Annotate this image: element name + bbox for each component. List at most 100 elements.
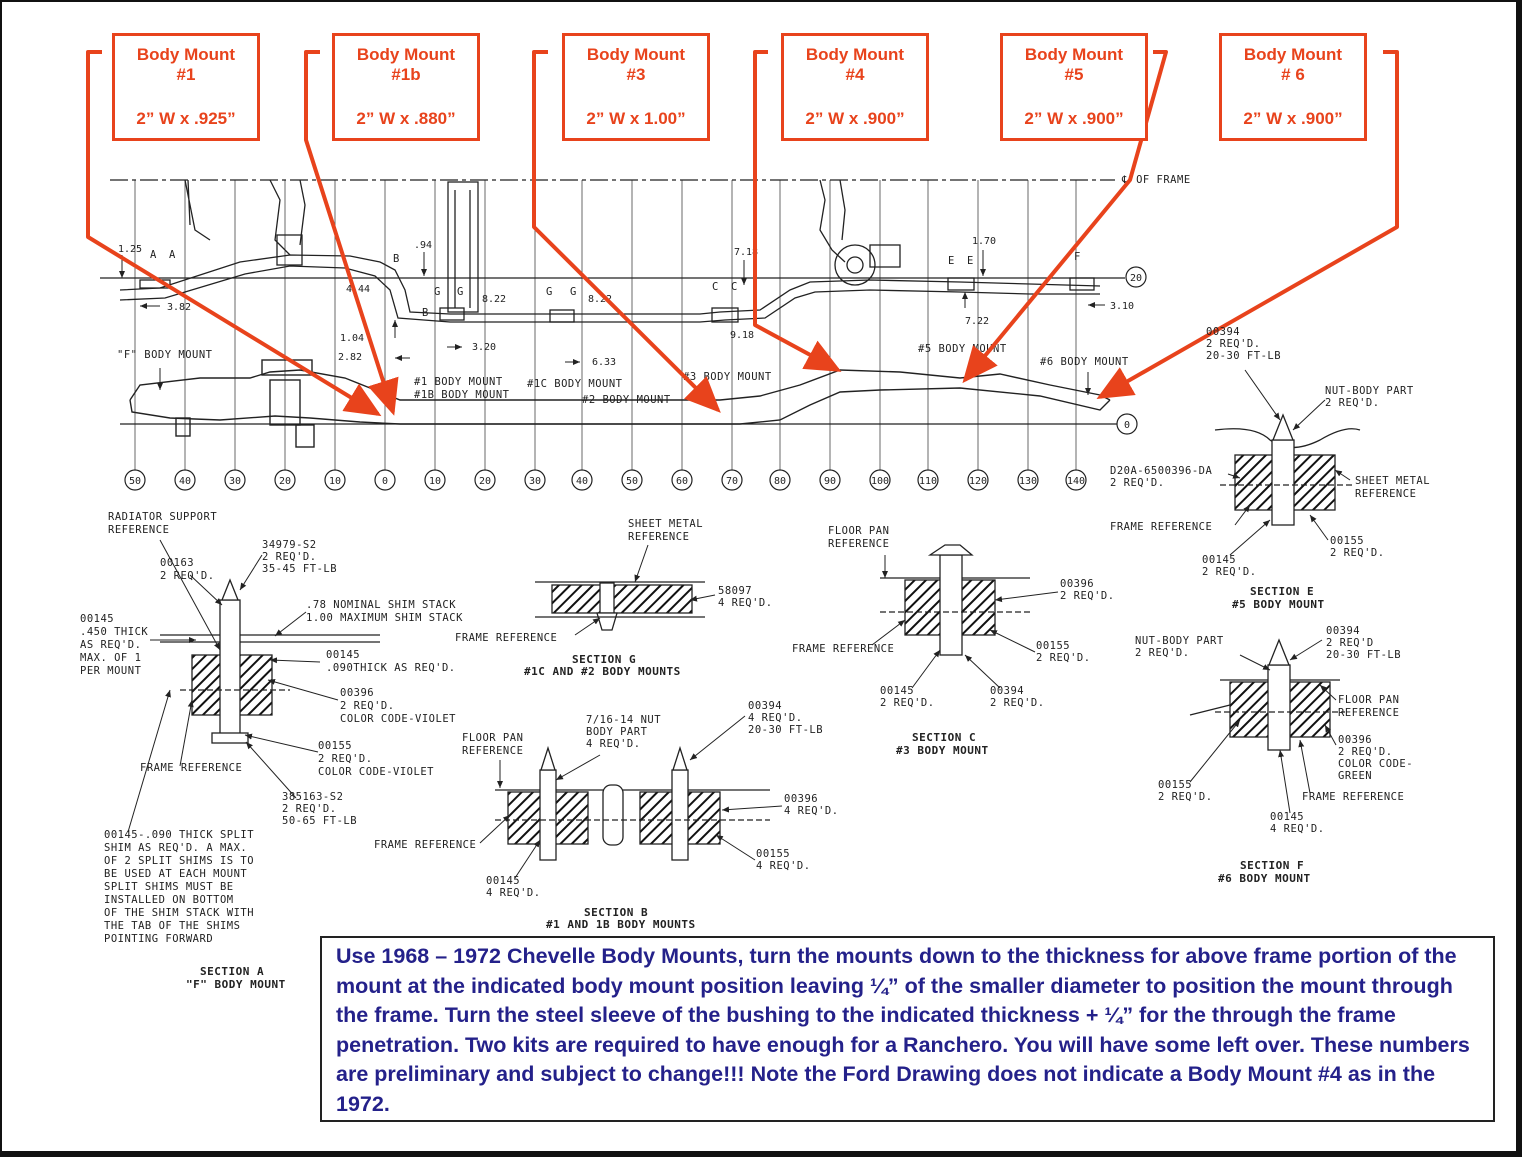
- sec-a-38516-line-1: 385163-S2: [282, 791, 343, 803]
- sec-a-34979-line-1: 34979-S2: [262, 539, 317, 551]
- sec-f-00155-line-2: 2 REQ'D.: [1158, 791, 1213, 803]
- sec-f-nut-line-2: 2 REQ'D.: [1135, 647, 1190, 659]
- sec-e-sheet-line-1: SHEET METAL: [1355, 475, 1430, 487]
- sec-a-split-note-line-8: THE TAB OF THE SHIMS: [104, 920, 240, 932]
- station-label: 70: [726, 476, 738, 487]
- leader-mount-1b: [304, 50, 399, 416]
- sec-b-00394-line-1: 00394: [748, 700, 782, 712]
- sec-f-frame-ref: FRAME REFERENCE: [1302, 791, 1404, 803]
- frame-mount-labels: "F" BODY MOUNT #1 BODY MOUNT #1B BODY MO…: [117, 343, 1128, 406]
- sec-c-00394-line-1: 00394: [990, 685, 1024, 697]
- station-circle: [174, 469, 196, 491]
- dim-9-18: 9.18: [730, 330, 754, 341]
- station-label: 30: [229, 476, 241, 487]
- station-label: 10: [329, 476, 341, 487]
- sec-e-00145-line-2: 2 REQ'D.: [1202, 566, 1257, 578]
- mount-box-5-number: #5: [1064, 65, 1084, 84]
- sec-a-radiator-line-2: REFERENCE: [108, 524, 169, 536]
- sec-f-00396-line-4: GREEN: [1338, 770, 1372, 782]
- station-label: 100: [871, 476, 889, 487]
- section-b-drawing: [495, 745, 770, 861]
- label-mount-2: #2 BODY MOUNT: [582, 394, 671, 406]
- sec-a-00155-line-1: 00155: [318, 740, 352, 752]
- sec-a-00155-line-3: COLOR CODE-VIOLET: [318, 766, 434, 778]
- sec-g-leader-3: [574, 617, 601, 636]
- sec-f-subtitle: #6 BODY MOUNT: [1218, 872, 1311, 885]
- mount-box-4-number: #4: [845, 65, 865, 84]
- station-circle: [274, 469, 296, 491]
- sec-e-subtitle: #5 BODY MOUNT: [1232, 598, 1325, 611]
- mount-box-4-size: 2” W x .900”: [805, 109, 905, 128]
- mount-box-1b-size: 2” W x .880”: [356, 109, 456, 128]
- datum-20-label: 20: [1130, 273, 1142, 284]
- section-c-drawing: [880, 544, 1030, 656]
- sec-g-leader-2: [689, 594, 716, 602]
- sec-a-split-note-line-3: OF 2 SPLIT SHIMS IS TO: [104, 855, 254, 867]
- leader-mount-5: [962, 50, 1168, 384]
- sec-e-leader-4: [1334, 469, 1351, 481]
- station-circle: [474, 469, 496, 491]
- sec-a-leader-11: [127, 689, 171, 833]
- sec-b-nut-line-2: BODY PART: [586, 726, 648, 738]
- sec-b-leader-3: [689, 715, 746, 761]
- sec-e-00394-line-1: 00394: [1206, 326, 1240, 338]
- sec-f-title: SECTION F: [1240, 859, 1304, 872]
- sec-b-00155-line-2: 4 REQ'D.: [756, 860, 811, 872]
- sec-a-leader-8: [244, 733, 319, 753]
- sec-b-00145-line-1: 00145: [486, 875, 520, 887]
- section-g-drawing: [535, 581, 705, 631]
- sec-e-00394-line-3: 20-30 FT-LB: [1206, 350, 1281, 362]
- sec-f-leader-7: [1278, 749, 1291, 814]
- sec-c-00396-line-1: 00396: [1060, 578, 1094, 590]
- station-circle: [917, 469, 939, 491]
- sec-a-frame-ref: FRAME REFERENCE: [140, 762, 242, 774]
- sec-f-00396-line-2: 2 REQ'D.: [1338, 746, 1393, 758]
- mount-box-1-number: #1: [176, 65, 196, 84]
- letter-g4: G: [570, 286, 577, 298]
- mount-box-3: Body Mount #3 2” W x 1.00”: [562, 33, 710, 141]
- sec-f-00155-line-1: 00155: [1158, 779, 1192, 791]
- sec-a-38516-line-2: 2 REQ'D.: [282, 803, 337, 815]
- sec-a-34979-line-2: 2 REQ'D.: [262, 551, 317, 563]
- leader-mount-4: [753, 50, 842, 372]
- sec-b-floor-line-2: REFERENCE: [462, 745, 523, 757]
- mount-box-6-number: # 6: [1281, 65, 1305, 84]
- sec-e-00155-line-2: 2 REQ'D.: [1330, 547, 1385, 559]
- sec-a-split-note-line-7: OF THE SHIM STACK WITH: [104, 907, 254, 919]
- station-label: 130: [1019, 476, 1037, 487]
- sec-b-00145-line-2: 4 REQ'D.: [486, 887, 541, 899]
- station-circle: [224, 469, 246, 491]
- sec-f-leader-2: [1289, 639, 1323, 661]
- sec-b-leader-4: [721, 805, 783, 813]
- dim-8-22a: 8.22: [482, 294, 506, 305]
- sec-a-leader-6: [269, 657, 321, 664]
- station-label: 80: [774, 476, 786, 487]
- centerline-label: ℄ OF FRAME: [1121, 174, 1191, 186]
- sec-a-00145b-line-2: .090THICK AS REQ'D.: [326, 662, 456, 674]
- sec-b-leader-2: [555, 754, 601, 781]
- sec-a-34979-line-3: 35-45 FT-LB: [262, 563, 337, 575]
- sec-g-frame-ref: FRAME REFERENCE: [455, 632, 557, 644]
- sec-e-title: SECTION E: [1250, 585, 1314, 598]
- sec-f-00394-line-3: 20-30 FT-LB: [1326, 649, 1401, 661]
- sec-a-shim-line-2: 1.00 MAXIMUM SHIM STACK: [306, 612, 463, 624]
- sec-b-floor-line-1: FLOOR PAN: [462, 732, 523, 744]
- station-circle: [967, 469, 989, 491]
- sec-c-00155-line-2: 2 REQ'D.: [1036, 652, 1091, 664]
- sec-f-00145-line-1: 00145: [1270, 811, 1304, 823]
- mount-box-6-title: Body Mount: [1243, 45, 1343, 64]
- mount-box-1b-number: #1b: [391, 65, 421, 84]
- dim-7-18: 7.18: [734, 247, 758, 258]
- sec-c-subtitle: #3 BODY MOUNT: [896, 744, 989, 757]
- letter-a1: A: [150, 249, 157, 261]
- letter-b2: B: [422, 307, 429, 319]
- sec-a-radiator-line-1: RADIATOR SUPPORT: [108, 511, 217, 523]
- mount-box-1-title: Body Mount: [136, 45, 236, 64]
- mount-box-1-size: 2” W x .925”: [136, 109, 236, 128]
- label-mount-1: #1 BODY MOUNT: [414, 376, 503, 388]
- sec-b-00394-line-3: 20-30 FT-LB: [748, 724, 823, 736]
- station-label: 20: [279, 476, 291, 487]
